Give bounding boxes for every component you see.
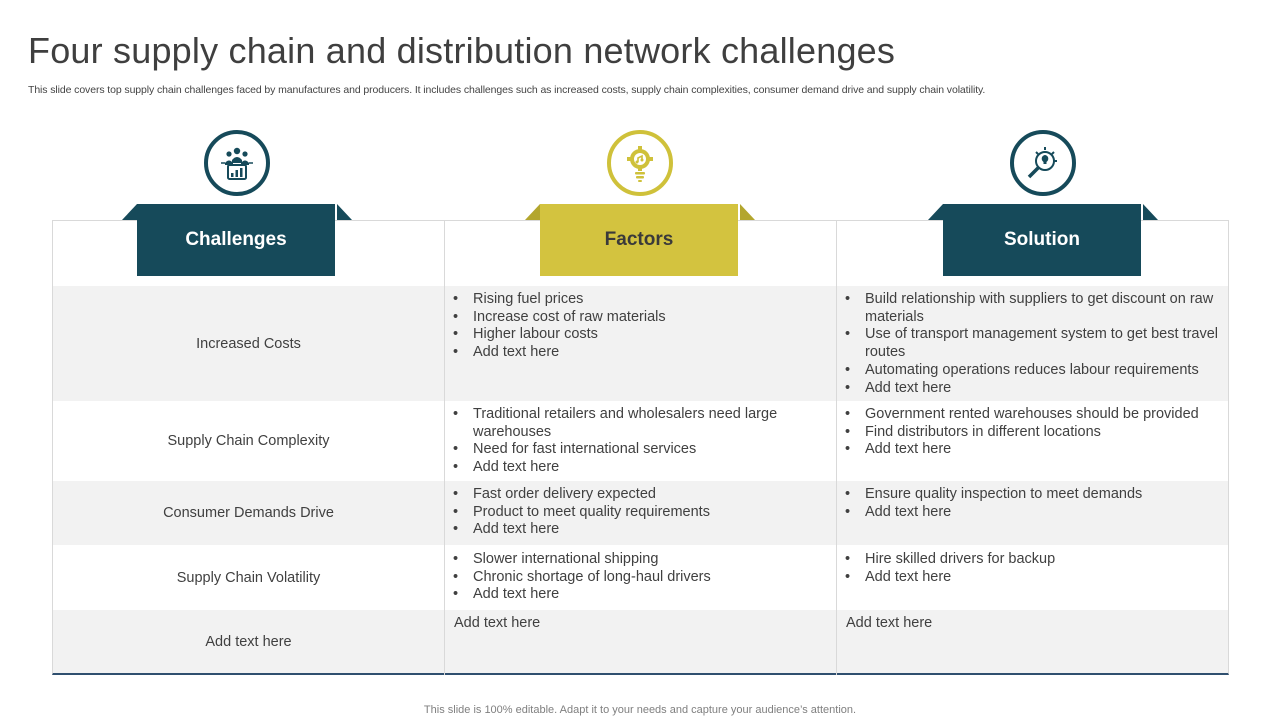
list-item: Add text here (845, 380, 1230, 398)
banner-fold (122, 204, 352, 220)
challenge-cell: Supply Chain Complexity (167, 433, 330, 449)
list-item: Hire skilled drivers for backup (845, 551, 1230, 569)
list-item: Add text here (453, 459, 813, 477)
solutions-list: Hire skilled drivers for backup Add text… (837, 551, 1230, 586)
page-title: Four supply chain and distribution netwo… (28, 30, 896, 71)
list-item: Add text here (453, 521, 833, 539)
list-item: Need for fast international services (453, 441, 813, 459)
header-challenges: Challenges (122, 204, 352, 276)
factors-list: Traditional retailers and wholesalers ne… (445, 406, 813, 477)
list-item: Ensure quality inspection to meet demand… (845, 486, 1230, 504)
column-divider (836, 220, 837, 675)
list-item: Chronic shortage of long-haul drivers (453, 569, 833, 587)
list-item: Increase cost of raw materials (453, 309, 833, 327)
list-item: Government rented warehouses should be p… (845, 406, 1230, 424)
solutions-text: Add text here (846, 615, 933, 631)
list-item: Build relationship with suppliers to get… (845, 291, 1230, 326)
header-factors: Factors (525, 204, 755, 276)
header-solution-label: Solution (943, 204, 1141, 276)
bulb-magnifier-icon (1010, 130, 1076, 196)
list-item: Rising fuel prices (453, 291, 833, 309)
header-challenges-label: Challenges (137, 204, 335, 276)
list-item: Slower international shipping (453, 551, 833, 569)
list-item: Use of transport management system to ge… (845, 326, 1230, 361)
challenge-cell: Consumer Demands Drive (163, 505, 334, 521)
factors-list: Rising fuel prices Increase cost of raw … (445, 291, 833, 362)
factors-list: Slower international shipping Chronic sh… (445, 551, 833, 604)
challenge-cell: Supply Chain Volatility (176, 569, 321, 586)
solutions-list: Government rented warehouses should be p… (837, 406, 1230, 459)
page-subtitle: This slide covers top supply chain chall… (28, 84, 986, 96)
solutions-list: Build relationship with suppliers to get… (837, 291, 1230, 397)
banner-fold (928, 204, 1158, 220)
list-item: Automating operations reduces labour req… (845, 362, 1230, 380)
list-item: Add text here (845, 569, 1230, 587)
challenge-cell: Increased Costs (196, 335, 301, 352)
team-analytics-icon (204, 130, 270, 196)
gear-bulb-icon (607, 130, 673, 196)
list-item: Add text here (453, 586, 833, 604)
footer-note: This slide is 100% editable. Adapt it to… (423, 704, 857, 716)
list-item: Add text here (453, 344, 833, 362)
header-solution: Solution (928, 204, 1158, 276)
solutions-list: Ensure quality inspection to meet demand… (837, 486, 1230, 521)
list-item: Traditional retailers and wholesalers ne… (453, 406, 813, 441)
factors-list: Fast order delivery expected Product to … (445, 486, 833, 539)
banner-fold (525, 204, 755, 220)
factors-text: Add text here (454, 615, 541, 631)
header-factors-label: Factors (540, 204, 738, 276)
list-item: Higher labour costs (453, 326, 833, 344)
list-item: Add text here (845, 441, 1230, 459)
column-divider (444, 220, 445, 675)
list-item: Find distributors in different locations (845, 424, 1230, 442)
challenge-cell: Add text here (205, 633, 292, 650)
table-row (53, 610, 1228, 673)
list-item: Product to meet quality requirements (453, 504, 833, 522)
list-item: Fast order delivery expected (453, 486, 833, 504)
list-item: Add text here (845, 504, 1230, 522)
